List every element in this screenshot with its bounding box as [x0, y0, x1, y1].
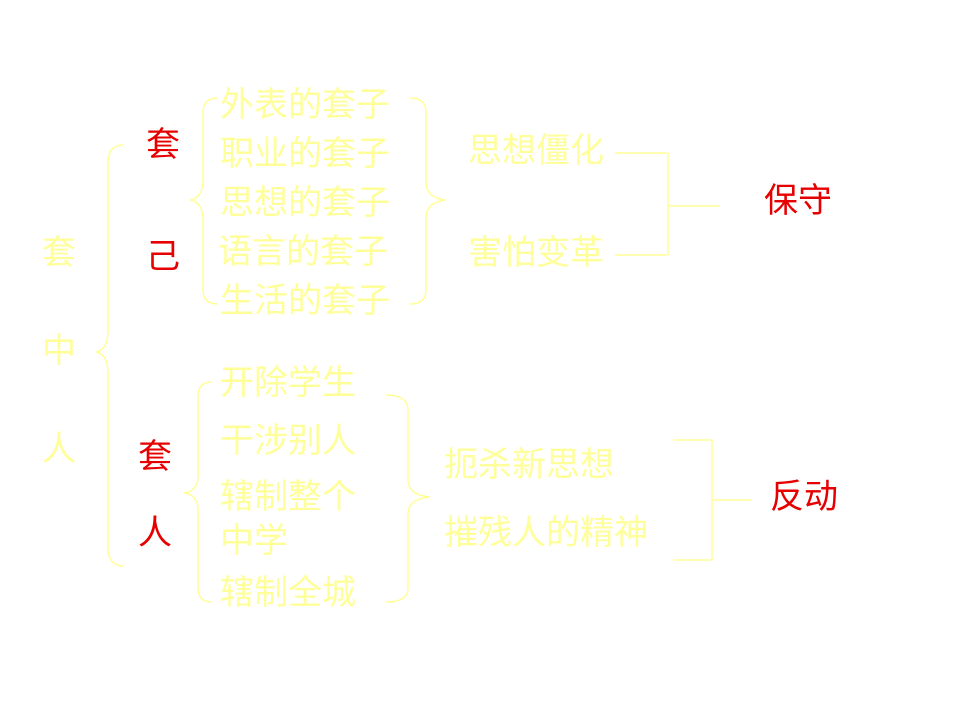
group2-item: 辖制整个: [220, 477, 356, 517]
group2-right-brace: [385, 394, 431, 603]
group1-item: 职业的套子: [220, 134, 390, 174]
group2-item: 开除学生: [220, 363, 356, 403]
root-char-2: 中: [42, 331, 76, 371]
root-char-1: 套: [42, 233, 76, 273]
group1-item: 语言的套子: [218, 232, 388, 272]
group1-item: 生活的套子: [220, 281, 390, 321]
group1-brace: [189, 97, 219, 305]
group2-item: 中学: [220, 521, 288, 561]
group1-right-brace: [409, 97, 447, 305]
group2-label-char-2: 人: [138, 513, 172, 553]
group2-effect: 摧残人的精神: [444, 513, 648, 553]
group2-label-char-1: 套: [138, 437, 172, 477]
group2-result: 反动: [770, 477, 838, 517]
group2-item: 辖制全城: [220, 573, 356, 613]
root-char-3: 人: [42, 429, 76, 469]
group2-brace: [183, 381, 213, 603]
group1-effect: 害怕变革: [468, 233, 604, 273]
group2-item: 干涉别人: [220, 421, 356, 461]
group1-item: 思想的套子: [220, 183, 390, 223]
group1-result: 保守: [764, 181, 832, 221]
root-brace: [95, 144, 125, 567]
group1-item: 外表的套子: [220, 85, 390, 125]
group1-label-char-1: 套: [146, 125, 180, 165]
group1-effect: 思想僵化: [468, 131, 604, 171]
group2-effect: 扼杀新思想: [444, 445, 614, 485]
group1-label-char-2: 己: [146, 237, 180, 277]
